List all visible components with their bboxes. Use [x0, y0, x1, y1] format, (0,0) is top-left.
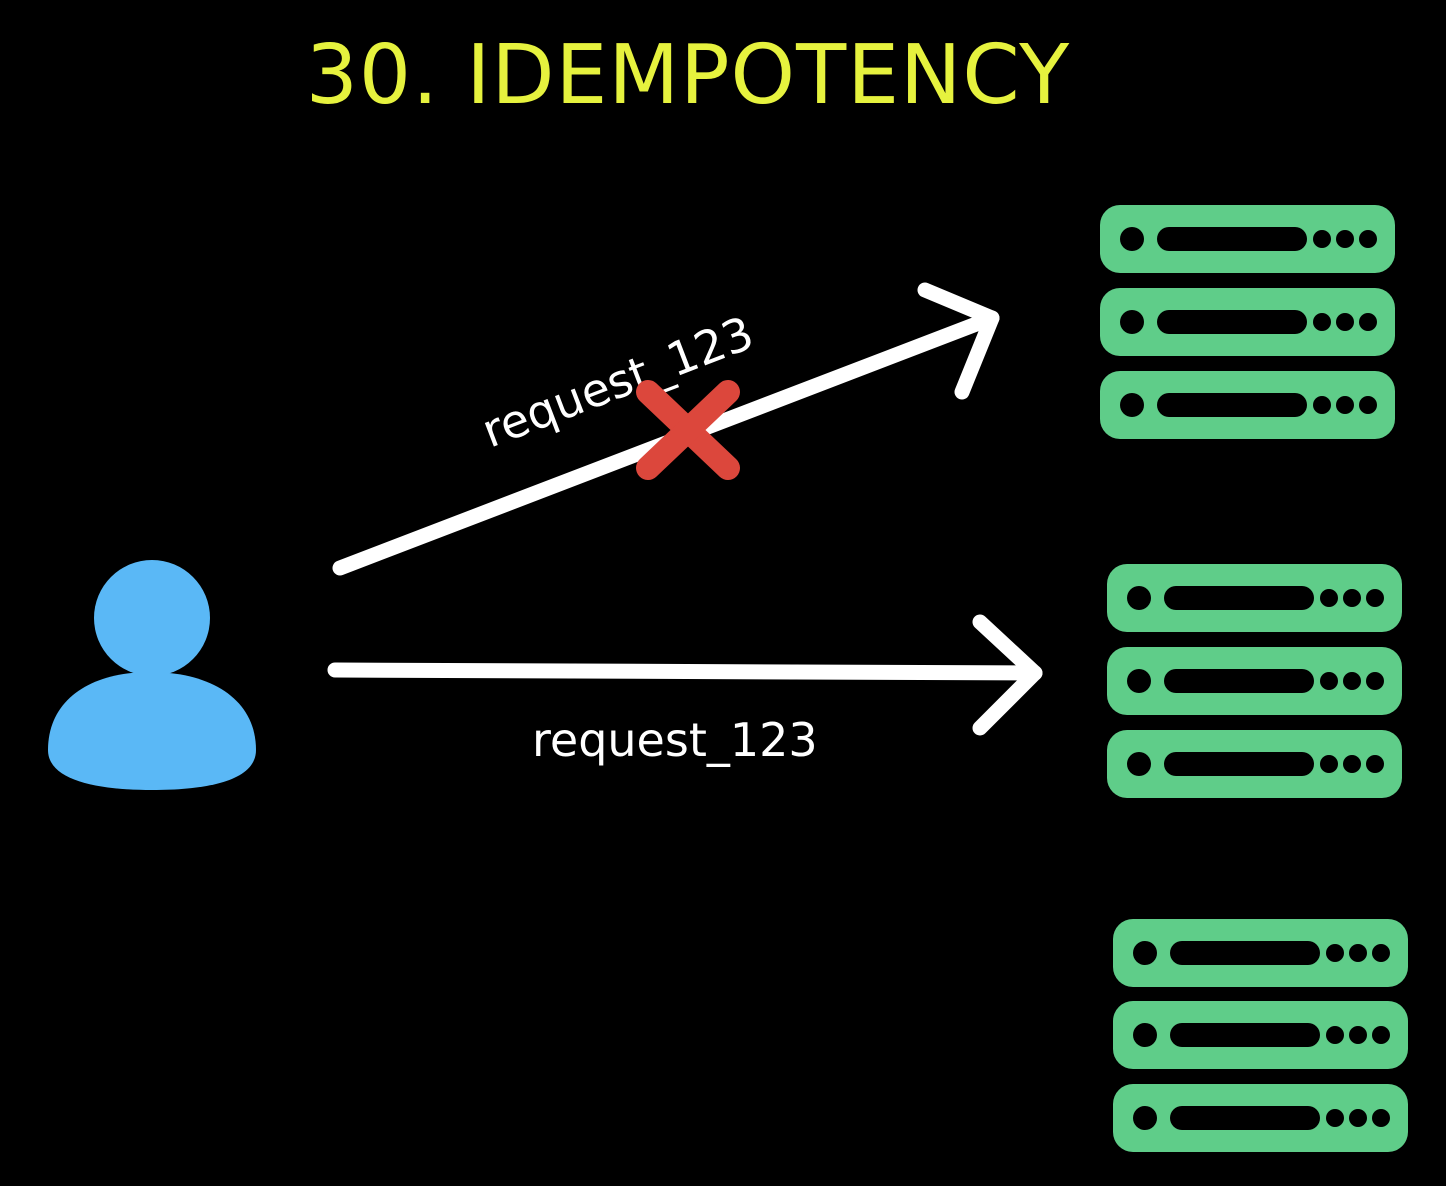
server-unit	[1113, 919, 1408, 987]
slide-title: 30. IDEMPOTENCY	[305, 28, 1071, 123]
server-unit	[1113, 1084, 1408, 1152]
server-unit	[1107, 564, 1402, 632]
request-label-delivered: request_123	[532, 713, 818, 767]
server-unit	[1100, 371, 1395, 439]
server-unit	[1107, 647, 1402, 715]
user-icon	[48, 560, 256, 790]
server-unit	[1107, 730, 1402, 798]
arrow-delivered	[327, 614, 1043, 736]
server-unit	[1113, 1001, 1408, 1069]
server-rack-1	[1100, 205, 1395, 439]
server-rack-3	[1113, 919, 1408, 1152]
server-unit	[1100, 288, 1395, 356]
server-unit	[1100, 205, 1395, 273]
request-label-rejected: request_123	[475, 305, 761, 458]
arrow-rejected	[332, 282, 1000, 576]
reject-mark-icon	[636, 380, 740, 480]
server-rack-2	[1107, 564, 1402, 798]
